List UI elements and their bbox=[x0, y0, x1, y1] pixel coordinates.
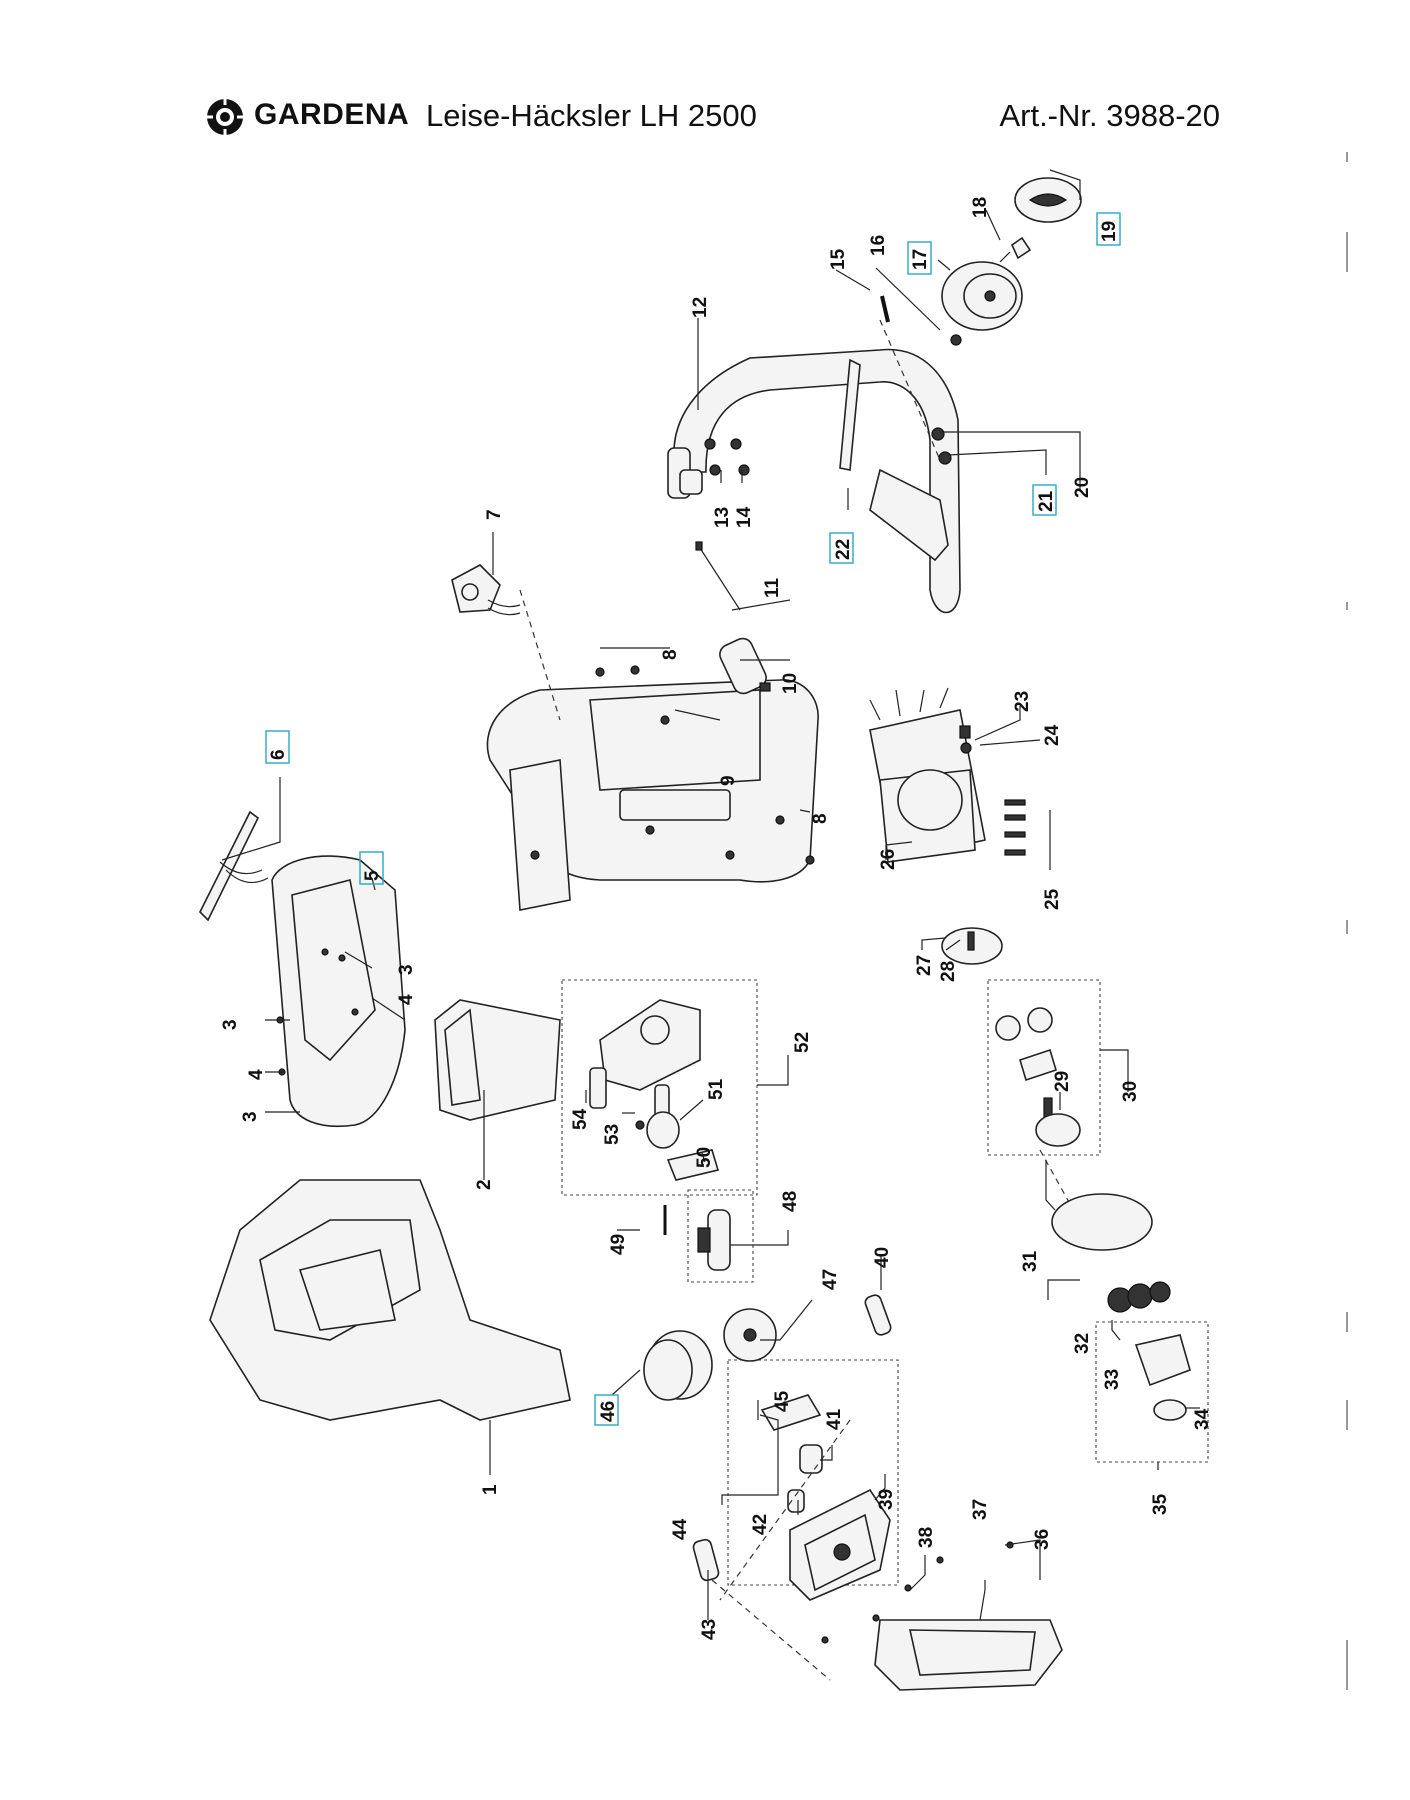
page-header: GARDENA Leise-Häcksler LH 2500 Art.-Nr. … bbox=[200, 92, 1220, 142]
part-label-19: 19 bbox=[1099, 221, 1120, 242]
part-label-37: 37 bbox=[970, 1499, 991, 1520]
part-label-44: 44 bbox=[670, 1518, 691, 1540]
part-label-5: 5 bbox=[362, 870, 383, 881]
cutter-assembly-drawing bbox=[561, 687, 1209, 1691]
part-label-52: 52 bbox=[792, 1032, 813, 1053]
part-label-23: 23 bbox=[1012, 691, 1033, 712]
part-label-36: 36 bbox=[1032, 1529, 1053, 1550]
part-label-17: 17 bbox=[910, 249, 931, 270]
part-label-6: 6 bbox=[268, 749, 289, 760]
part-label-49: 49 bbox=[608, 1234, 629, 1255]
part-label-27: 27 bbox=[914, 955, 935, 976]
lower-housing-drawing bbox=[209, 1179, 571, 1421]
part-label-38: 38 bbox=[916, 1527, 937, 1548]
part-label-13: 13 bbox=[712, 507, 733, 528]
edge-mark bbox=[1346, 920, 1348, 934]
part-label-26: 26 bbox=[878, 849, 899, 870]
gardena-logo-icon bbox=[206, 98, 244, 136]
part-label-7: 7 bbox=[484, 509, 505, 520]
part-label-39: 39 bbox=[876, 1489, 897, 1510]
highlight-boxes bbox=[265, 212, 1121, 1426]
part-label-31: 31 bbox=[1020, 1250, 1041, 1272]
part-label-20: 20 bbox=[1072, 477, 1093, 498]
part-label-41: 41 bbox=[824, 1408, 845, 1430]
part-label-8: 8 bbox=[810, 813, 831, 824]
part-label-4: 4 bbox=[246, 1069, 267, 1080]
part-label-25: 25 bbox=[1042, 888, 1063, 910]
part-label-40: 40 bbox=[872, 1247, 893, 1268]
handle-frame-drawing bbox=[667, 177, 1082, 614]
part-label-29: 29 bbox=[1052, 1071, 1073, 1092]
edge-mark bbox=[1346, 1640, 1348, 1690]
motor-cover-drawing bbox=[451, 541, 819, 911]
edge-mark bbox=[1346, 152, 1348, 162]
part-label-33: 33 bbox=[1102, 1369, 1123, 1390]
part-label-22: 22 bbox=[833, 539, 854, 560]
part-label-15: 15 bbox=[828, 248, 849, 270]
part-label-51: 51 bbox=[706, 1078, 727, 1100]
part-label-35: 35 bbox=[1150, 1493, 1171, 1515]
part-label-47: 47 bbox=[820, 1269, 841, 1290]
part-label-14: 14 bbox=[734, 506, 755, 528]
leader-lines bbox=[221, 169, 1200, 1621]
part-label-9: 9 bbox=[718, 775, 739, 786]
part-label-21: 21 bbox=[1036, 490, 1057, 512]
edge-mark bbox=[1346, 602, 1348, 610]
part-label-53: 53 bbox=[602, 1124, 623, 1145]
part-label-45: 45 bbox=[772, 1390, 793, 1412]
product-title: Leise-Häcksler LH 2500 bbox=[426, 98, 757, 133]
brand-name: GARDENA bbox=[254, 98, 410, 131]
part-label-32: 32 bbox=[1072, 1333, 1093, 1354]
part-label-50: 50 bbox=[694, 1147, 715, 1168]
part-label-18: 18 bbox=[970, 197, 991, 218]
part-label-46: 46 bbox=[598, 1401, 619, 1422]
part-label-4: 4 bbox=[396, 994, 417, 1005]
edge-mark bbox=[1346, 232, 1348, 272]
part-label-28: 28 bbox=[938, 961, 959, 982]
part-labels: 1 2 3 3 3 4 4 5 6 7 8 8 9 10 11 12 13 14… bbox=[220, 197, 1213, 1640]
part-label-10: 10 bbox=[780, 673, 801, 694]
part-label-11: 11 bbox=[762, 577, 783, 598]
part-label-2: 2 bbox=[474, 1179, 495, 1190]
part-label-43: 43 bbox=[699, 1619, 720, 1640]
part-label-3: 3 bbox=[240, 1111, 261, 1122]
part-label-3: 3 bbox=[220, 1019, 241, 1030]
part-label-42: 42 bbox=[750, 1514, 771, 1535]
part-label-34: 34 bbox=[1192, 1408, 1213, 1430]
part-label-1: 1 bbox=[480, 1484, 501, 1495]
housing-top-drawing bbox=[199, 810, 561, 1128]
part-label-16: 16 bbox=[868, 235, 889, 256]
part-label-3: 3 bbox=[396, 964, 417, 975]
part-label-8: 8 bbox=[660, 649, 681, 660]
article-number: Art.-Nr. 3988-20 bbox=[999, 98, 1220, 133]
edge-mark bbox=[1346, 1312, 1348, 1332]
edge-mark bbox=[1346, 1400, 1348, 1430]
part-label-12: 12 bbox=[690, 297, 711, 318]
part-label-48: 48 bbox=[780, 1191, 801, 1212]
part-label-30: 30 bbox=[1120, 1081, 1141, 1102]
part-label-24: 24 bbox=[1042, 724, 1063, 746]
part-label-54: 54 bbox=[570, 1108, 591, 1130]
